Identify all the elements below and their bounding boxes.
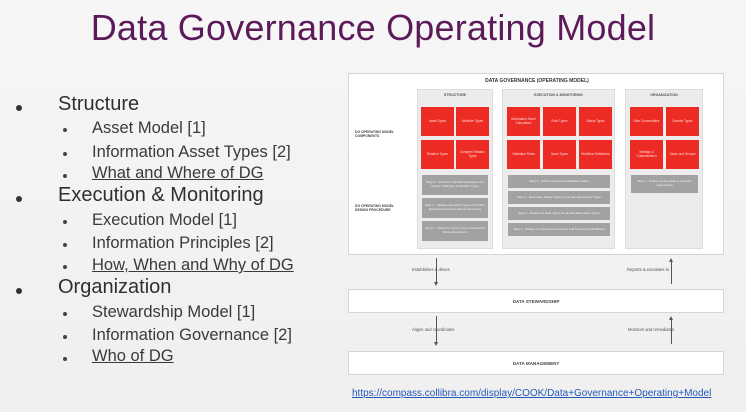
arrow-up-icon bbox=[669, 316, 673, 344]
outline-section-structure: Structure bbox=[58, 93, 140, 115]
data-stewardship-bar: DATA STEWARDSHIP bbox=[348, 289, 724, 313]
component-box: Status Types bbox=[579, 107, 612, 136]
column-execution: EXECUTION & MONITORING Articulation Scor… bbox=[502, 89, 615, 249]
source-link[interactable]: https://compass.collibra.com/display/COO… bbox=[352, 388, 712, 399]
bullet-icon bbox=[63, 312, 67, 316]
outline-item: Stewardship Model [1] bbox=[92, 303, 256, 321]
bullet-icon bbox=[63, 174, 67, 178]
arrow-down-icon bbox=[434, 316, 438, 346]
outline-item: Information Governance [2] bbox=[92, 326, 292, 344]
component-box: Asset Types bbox=[421, 107, 454, 136]
procedure-step: Step 3 - Determine Role Types for all Id… bbox=[508, 207, 610, 220]
outline-link-how-when-why[interactable]: How, When and Why of DG bbox=[92, 256, 294, 274]
component-box: Users and Groups bbox=[666, 140, 699, 169]
bullet-icon bbox=[63, 265, 67, 269]
outline-section-execution: Execution & Monitoring bbox=[58, 184, 264, 206]
bullet-icon bbox=[63, 335, 67, 339]
column-header: ORGANIZATION bbox=[650, 93, 678, 97]
bullet-icon bbox=[63, 243, 67, 247]
outline-link-what-where[interactable]: What and Where of DG bbox=[92, 164, 264, 182]
outline-link-who[interactable]: Who of DG bbox=[92, 347, 174, 365]
procedure-step: Step 4 - Design or Implement Execution a… bbox=[508, 223, 610, 236]
column-organization: ORGANIZATION Role Communities Domain Typ… bbox=[625, 89, 703, 249]
procedure-step: Step 1 - Add Constraints & Validation Ru… bbox=[508, 175, 610, 188]
component-box: Workflow Definitions bbox=[579, 140, 612, 169]
components-label: DG OPERATING MODEL COMPONENTS bbox=[355, 130, 395, 139]
arrow-down-icon bbox=[434, 258, 438, 286]
procedure-label: DG OPERATING MODEL DESIGN PROCEDURE bbox=[355, 204, 395, 213]
component-box: Validation Rules bbox=[507, 140, 540, 169]
bullet-icon bbox=[16, 105, 22, 111]
page-title: Data Governance Operating Model bbox=[90, 7, 656, 48]
connector-label: Establishes & drives bbox=[412, 267, 450, 272]
operating-model-diagram: DATA GOVERNANCE (OPERATING MODEL) DG OPE… bbox=[348, 73, 724, 375]
component-box: Articulation Score Calculation bbox=[507, 107, 540, 136]
diagram-title: DATA GOVERNANCE (OPERATING MODEL) bbox=[485, 78, 589, 84]
column-header: EXECUTION & MONITORING bbox=[534, 93, 583, 97]
component-box: Role Communities bbox=[630, 107, 663, 136]
bullet-icon bbox=[16, 288, 22, 294]
model-panel: DATA GOVERNANCE (OPERATING MODEL) DG OPE… bbox=[348, 73, 724, 255]
arrow-up-icon bbox=[669, 258, 673, 284]
bullet-icon bbox=[63, 152, 67, 156]
connector-label: Reports & escalates to bbox=[627, 267, 670, 272]
procedure-step: Step 4 - Define communities & domains or… bbox=[631, 175, 698, 193]
column-structure: STRUCTURE Asset Types Attribute Types Re… bbox=[417, 89, 493, 249]
outline-item: Information Principles [2] bbox=[92, 234, 274, 252]
column-header: STRUCTURE bbox=[443, 93, 467, 97]
procedure-step: Step 3 - Check for Types to be Combined … bbox=[422, 221, 488, 241]
component-box: Settings & Customization bbox=[630, 140, 663, 169]
bullet-icon bbox=[63, 128, 67, 132]
component-box: Complex Relation Types bbox=[456, 140, 489, 169]
component-box: Relation Types bbox=[421, 140, 454, 169]
procedure-step: Step 2 - Validate Identified Types with … bbox=[422, 198, 488, 218]
outline-item: Asset Model [1] bbox=[92, 119, 206, 137]
connector-label: Aligns and coordinates bbox=[412, 327, 455, 332]
procedure-step: Step 2 - Determine Status Types for all … bbox=[508, 191, 610, 204]
bullet-icon bbox=[63, 220, 67, 224]
component-box: Role Types bbox=[543, 107, 576, 136]
bullet-icon bbox=[16, 196, 22, 202]
outline-item: Execution Model [1] bbox=[92, 211, 237, 229]
procedure-step: Step 1 - Transform Familiar Examples int… bbox=[422, 175, 488, 195]
component-box: Domain Types bbox=[666, 107, 699, 136]
component-box: Issue Types bbox=[543, 140, 576, 169]
component-box: Attribute Types bbox=[456, 107, 489, 136]
data-management-bar: DATA MANAGEMENT bbox=[348, 351, 724, 375]
outline-section-organization: Organization bbox=[58, 276, 172, 298]
connector-label: Monitors and remediates bbox=[628, 327, 675, 332]
bullet-icon bbox=[63, 357, 67, 361]
outline-item: Information Asset Types [2] bbox=[92, 143, 291, 161]
